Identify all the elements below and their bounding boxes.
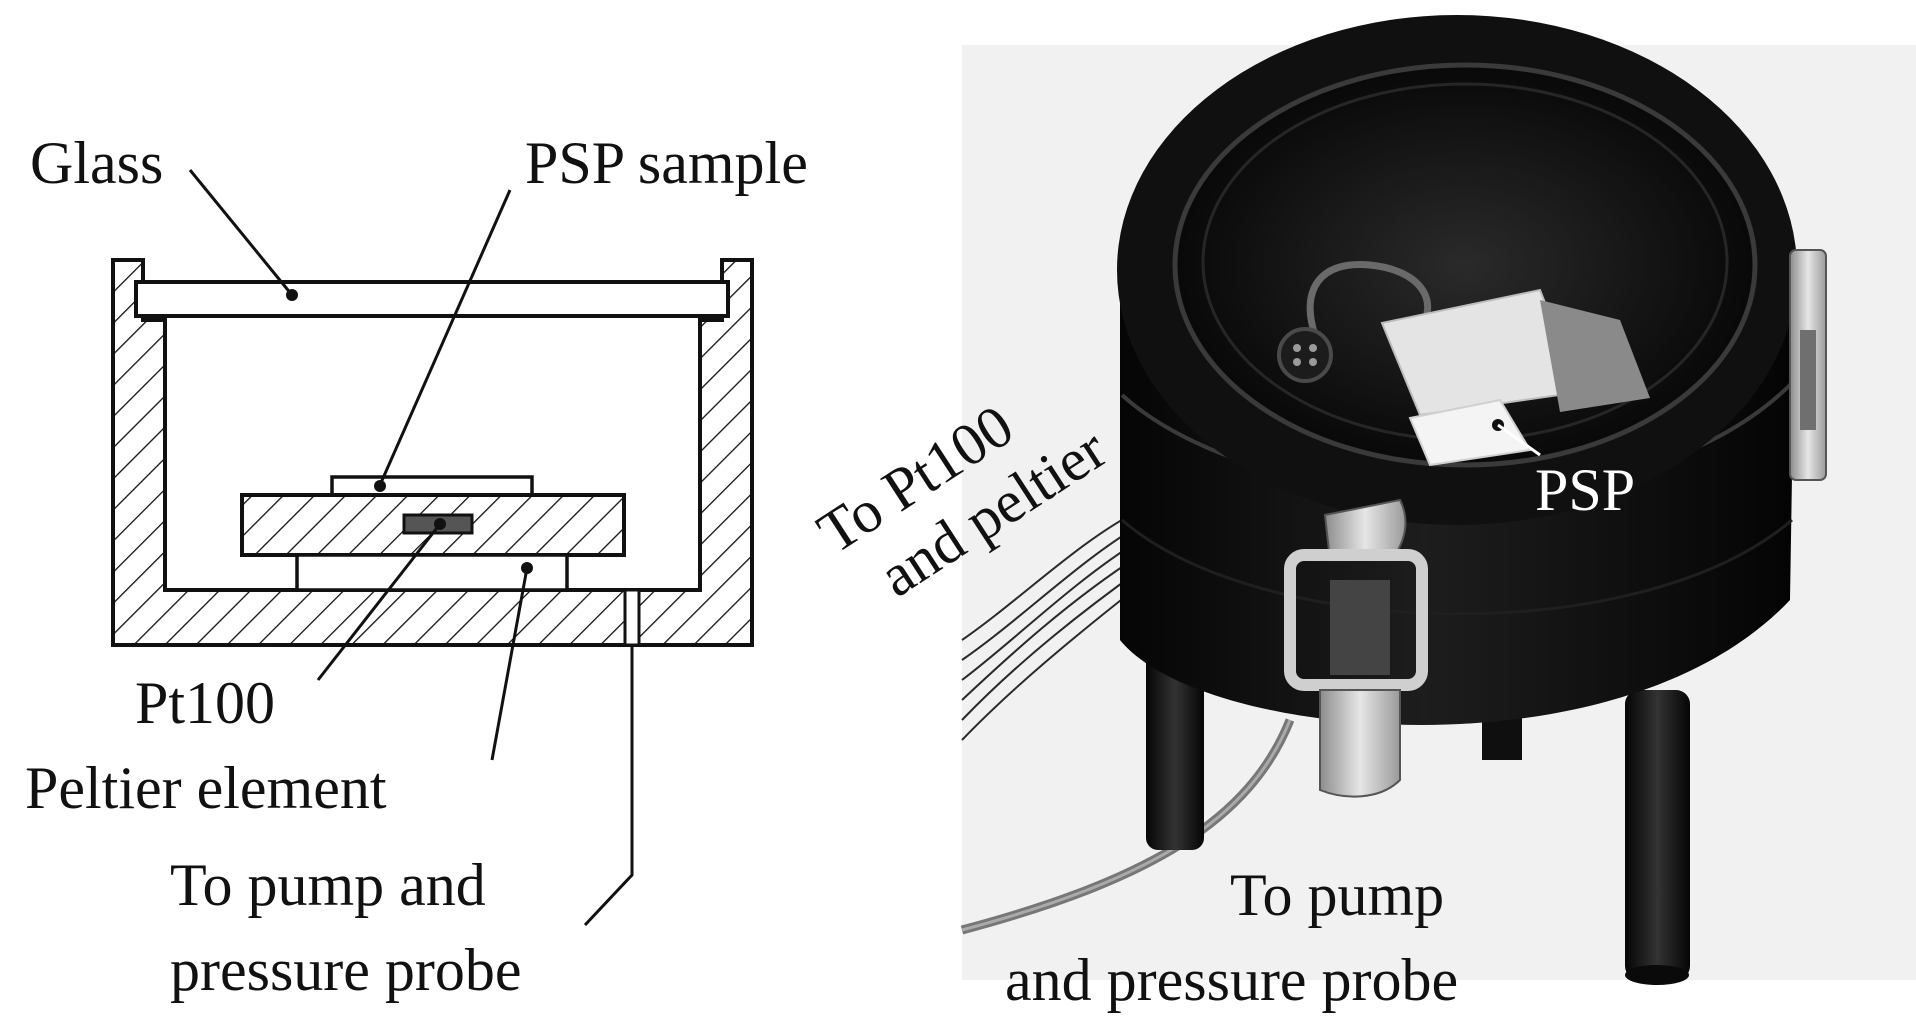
sample-plate — [1540, 300, 1650, 412]
leader-lines — [188, 169, 634, 927]
peltier-element — [295, 553, 569, 592]
peltier-leader-dot — [521, 562, 533, 574]
internal-cable — [1306, 260, 1432, 337]
psp-patch — [1408, 398, 1532, 467]
label-psp-sample: PSP sample — [525, 130, 808, 196]
front-clasp — [1284, 498, 1428, 798]
electrical-wires — [961, 509, 1141, 741]
label-pt100: Pt100 — [135, 670, 275, 736]
psp-sample-strip — [330, 475, 534, 497]
chamber-photo: PSP To Pt100 and peltier To pump and pre… — [806, 15, 1916, 1013]
pump-port — [623, 588, 641, 647]
internal-connector — [1277, 327, 1333, 383]
psp-leader-dot — [374, 480, 386, 492]
label-peltier-element: Peltier element — [25, 755, 387, 821]
label-pump-line2: pressure probe — [170, 937, 522, 1003]
label-pump-line1: To pump and — [170, 852, 486, 918]
photo-label-pump-line2: and pressure probe — [1005, 947, 1458, 1013]
glass-leader-dot — [286, 289, 298, 301]
pt100-leader-dot — [434, 518, 446, 530]
photo-label-psp: PSP — [1535, 457, 1635, 523]
leg-right — [1625, 690, 1690, 980]
right-clasp — [1789, 249, 1827, 481]
photo-label-pump-line1: To pump — [1230, 862, 1444, 928]
label-glass: Glass — [30, 130, 163, 196]
glass-window — [134, 280, 730, 318]
chamber-wall — [111, 258, 754, 647]
cross-section-diagram: Glass PSP sample Pt100 Peltier element T… — [25, 130, 808, 1003]
